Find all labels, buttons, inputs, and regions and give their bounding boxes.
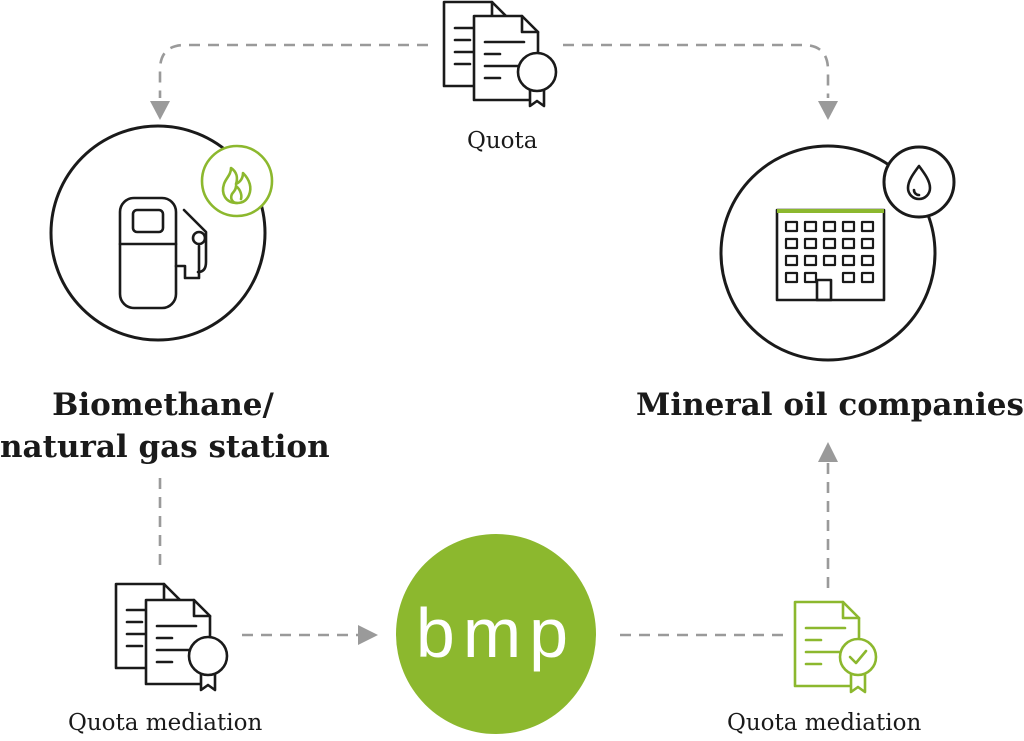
quota-mediation-documents-icon	[114, 582, 229, 692]
bmp-logo-text: bmp	[416, 594, 576, 672]
building-window	[784, 220, 799, 233]
building-window	[860, 254, 875, 267]
oil-companies-label: Mineral oil companies	[636, 387, 1024, 423]
building-window	[803, 271, 818, 284]
oil-drop-badge	[882, 145, 956, 219]
connector-top-left	[150, 43, 428, 120]
building-window	[822, 220, 837, 233]
building-window	[803, 220, 818, 233]
connector-to-bmp	[242, 625, 378, 645]
gas-pump-icon	[118, 196, 208, 310]
building-window	[860, 237, 875, 250]
station-label-line2: natural gas station	[0, 429, 330, 465]
station-node	[49, 124, 274, 342]
verified-certificate-icon	[793, 600, 878, 694]
office-building-icon	[775, 208, 886, 302]
flame-icon	[221, 166, 252, 205]
building-window	[784, 254, 799, 267]
building-window	[803, 237, 818, 250]
building-window	[860, 220, 875, 233]
connector-to-oil	[818, 442, 838, 588]
building-window	[784, 237, 799, 250]
station-label-line1: Biomethane/	[52, 387, 274, 423]
bmp-logo: bmp	[396, 534, 596, 734]
building-window	[822, 237, 837, 250]
building-window	[803, 254, 818, 267]
quota-documents-icon	[442, 0, 558, 108]
building-window	[841, 254, 856, 267]
oil-drop-icon	[906, 164, 932, 201]
quota-label: Quota	[467, 128, 538, 154]
checkmark-icon	[848, 649, 868, 665]
building-window	[841, 271, 856, 284]
quota-mediation-label-left: Quota mediation	[68, 710, 263, 736]
building-window	[784, 271, 799, 284]
oil-node	[719, 144, 956, 362]
building-window	[841, 220, 856, 233]
building-window	[822, 254, 837, 267]
connector-top-right	[563, 43, 838, 120]
flame-badge	[200, 144, 274, 218]
quota-mediation-label-right: Quota mediation	[727, 710, 922, 736]
station-label: Biomethane/ natural gas station	[0, 384, 330, 468]
building-window	[860, 271, 875, 284]
building-window	[841, 237, 856, 250]
